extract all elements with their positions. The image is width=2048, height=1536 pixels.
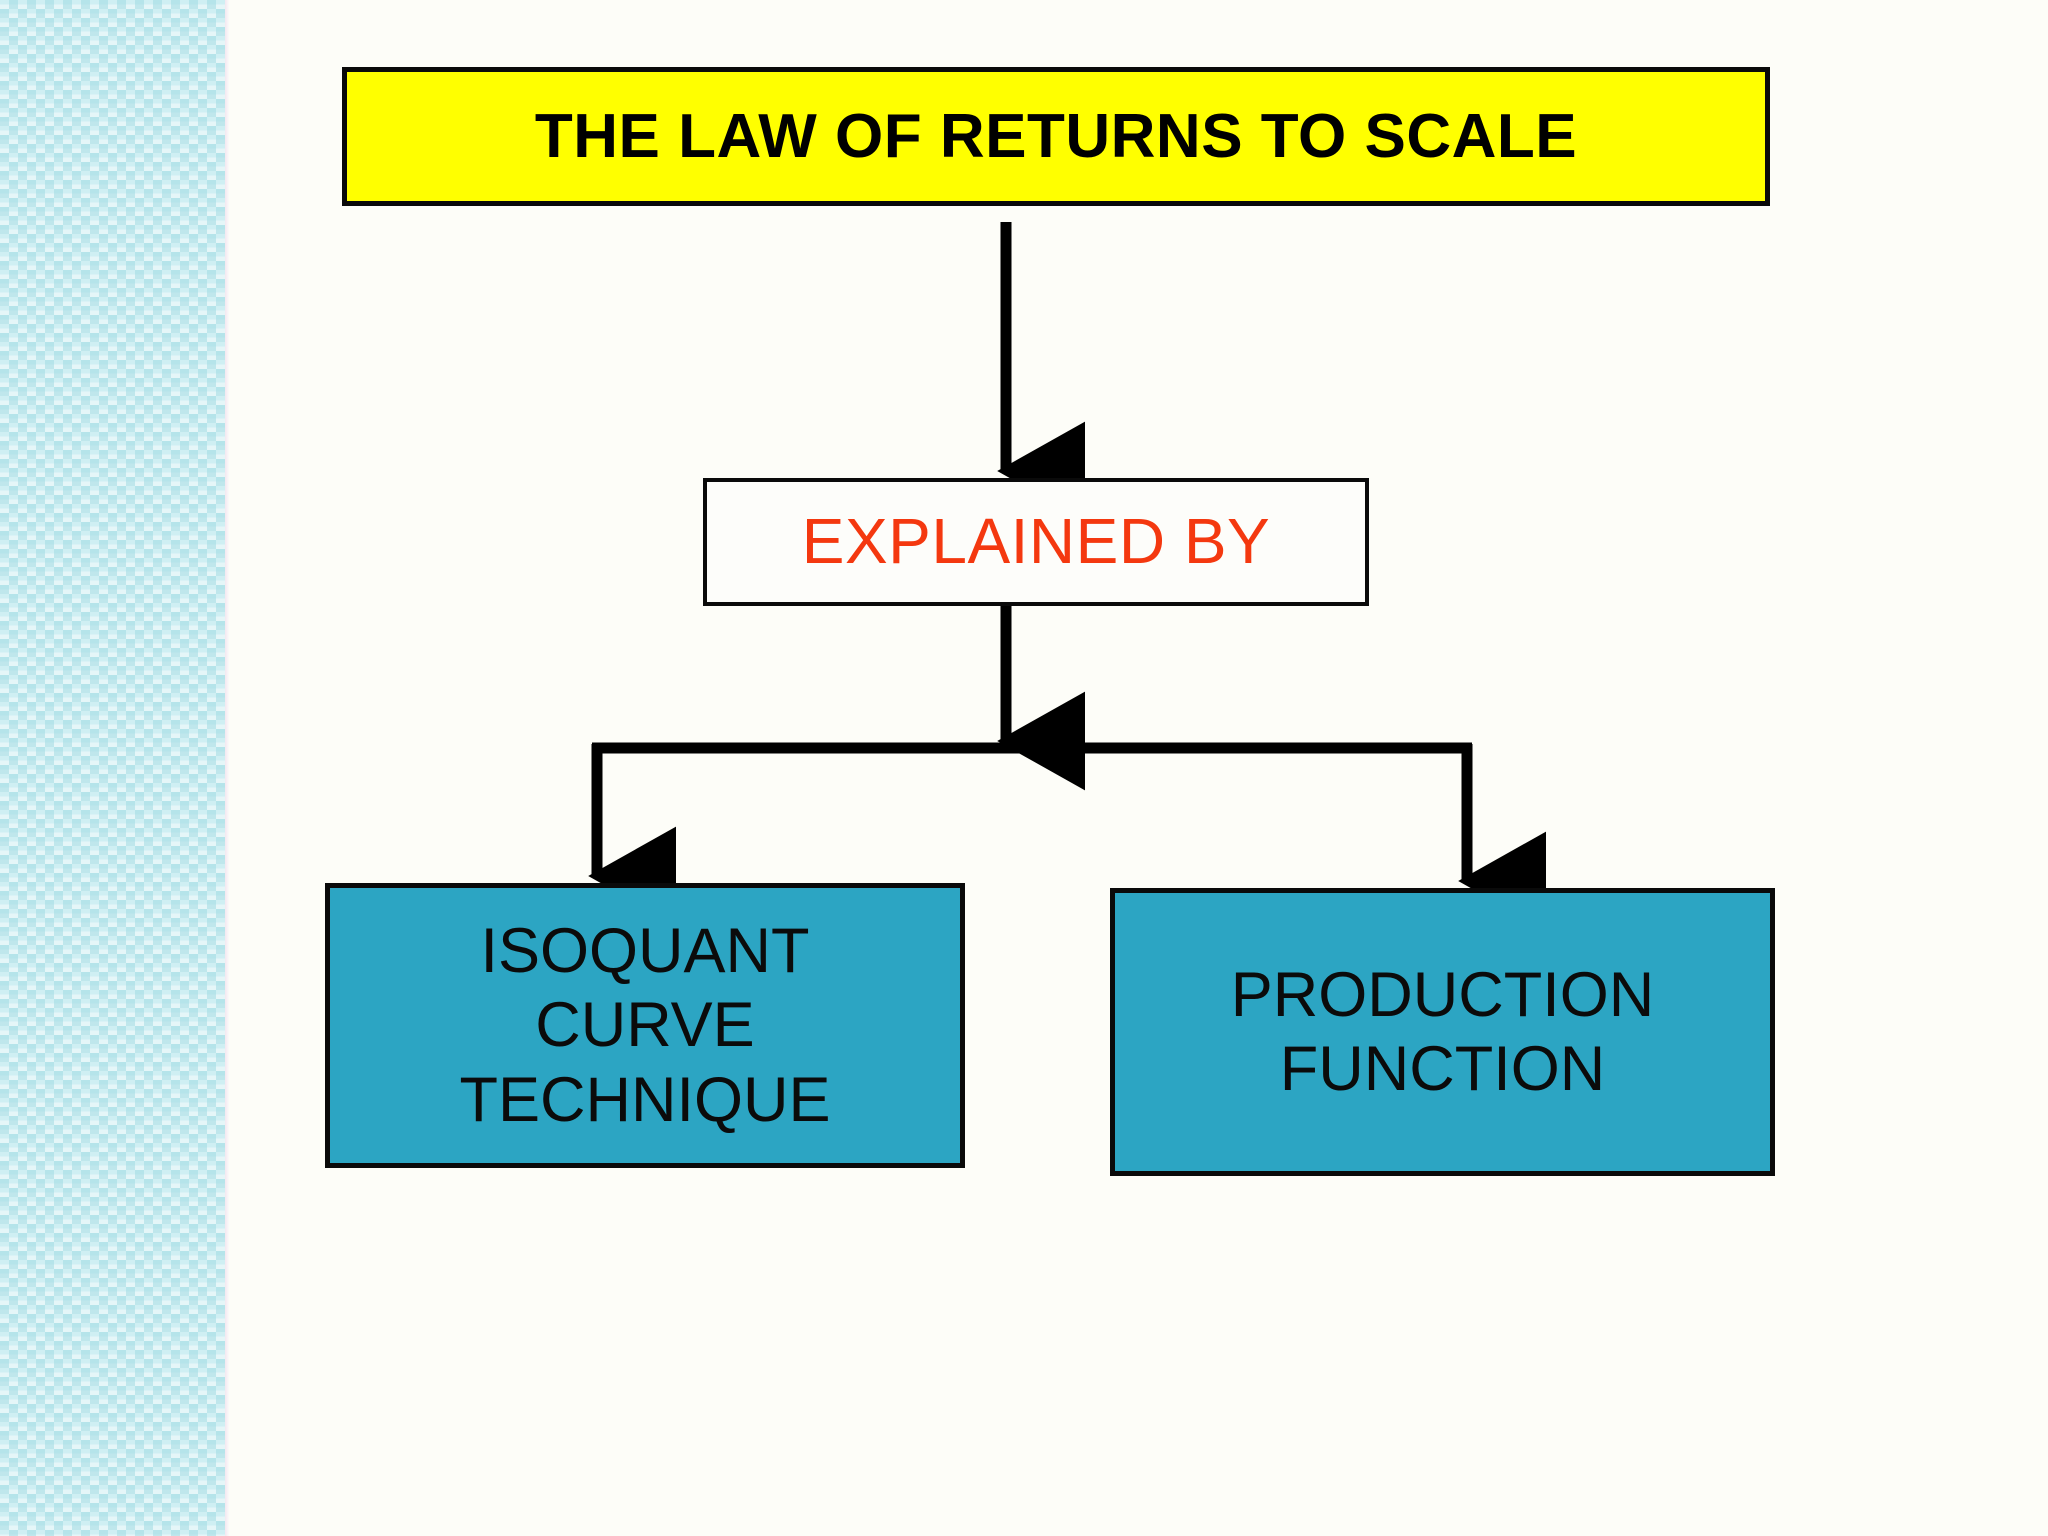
flowchart-node-production-label: PRODUCTION FUNCTION [1230,959,1655,1104]
sidebar-edge-line [225,0,229,1536]
flowchart-node-title-label: THE LAW OF RETURNS TO SCALE [534,101,1578,171]
flowchart-node-explained-by: EXPLAINED BY [703,478,1369,606]
flowchart-node-title: THE LAW OF RETURNS TO SCALE [342,67,1770,206]
flowchart-node-production-function: PRODUCTION FUNCTION [1110,888,1775,1176]
decorative-sidebar-pattern [0,0,225,1536]
flowchart-node-isoquant-curve-technique: ISOQUANT CURVE TECHNIQUE [325,883,965,1168]
flowchart-node-isoquant-label: ISOQUANT CURVE TECHNIQUE [459,916,831,1135]
flowchart-node-explained-by-label: EXPLAINED BY [801,505,1271,578]
